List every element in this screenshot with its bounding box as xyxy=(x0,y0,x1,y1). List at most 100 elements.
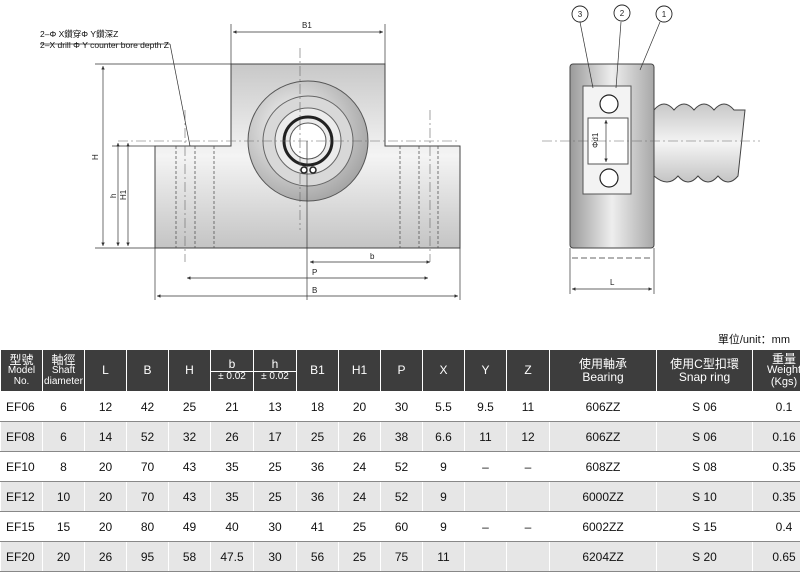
table-cell: 608ZZ xyxy=(549,451,657,482)
table-cell: – xyxy=(464,511,507,542)
table-cell: 35 xyxy=(210,481,254,512)
table-cell: 26 xyxy=(338,421,381,452)
table-cell: 52 xyxy=(380,451,423,482)
dim-label-h: h xyxy=(109,194,118,198)
table-cell: EF12 xyxy=(0,481,43,512)
table-cell: 11 xyxy=(506,391,550,422)
table-cell: 0.65 xyxy=(752,541,800,572)
table-cell: 30 xyxy=(253,511,297,542)
table-cell: 0.1 xyxy=(752,391,800,422)
header-Y: Y xyxy=(464,349,507,392)
table-cell: 25 xyxy=(253,481,297,512)
table-cell: 52 xyxy=(380,481,423,512)
header-H: H xyxy=(168,349,211,392)
table-cell: 26 xyxy=(210,421,254,452)
callout-3: 3 xyxy=(571,5,589,23)
table-cell: 24 xyxy=(338,451,381,482)
header-h: h± 0.02 xyxy=(253,349,297,392)
table-cell: 9 xyxy=(422,481,465,512)
table-cell: 40 xyxy=(210,511,254,542)
table-cell: EF10 xyxy=(0,451,43,482)
callout-3-label: 3 xyxy=(578,10,583,19)
table-cell: – xyxy=(506,511,550,542)
table-cell: 75 xyxy=(380,541,423,572)
table-cell: 20 xyxy=(84,481,127,512)
table-cell: 6000ZZ xyxy=(549,481,657,512)
table-cell: 25 xyxy=(338,511,381,542)
table-cell: 25 xyxy=(338,541,381,572)
table-cell: 11 xyxy=(422,541,465,572)
table-cell: 36 xyxy=(296,451,339,482)
table-cell: 24 xyxy=(338,481,381,512)
table-cell: 56 xyxy=(296,541,339,572)
table-cell: 5.5 xyxy=(422,391,465,422)
table-cell: 6 xyxy=(42,391,85,422)
table-cell: 42 xyxy=(126,391,169,422)
header-X: X xyxy=(422,349,465,392)
table-cell: 11 xyxy=(464,421,507,452)
table-cell: 43 xyxy=(168,481,211,512)
table-cell: 25 xyxy=(253,451,297,482)
table-cell: 21 xyxy=(210,391,254,422)
bore-hidden-lines xyxy=(175,146,439,248)
table-cell: 36 xyxy=(296,481,339,512)
table-cell: 30 xyxy=(380,391,423,422)
dim-label-B1: B1 xyxy=(302,21,312,30)
table-cell: 6.6 xyxy=(422,421,465,452)
table-cell: S 06 xyxy=(656,421,753,452)
drill-note-english: 2–X drill Φ Y counter bore depth Z xyxy=(40,40,169,50)
table-cell: 70 xyxy=(126,451,169,482)
table-cell: 80 xyxy=(126,511,169,542)
table-cell: 26 xyxy=(84,541,127,572)
table-cell: 6204ZZ xyxy=(549,541,657,572)
table-cell xyxy=(506,541,550,572)
table-cell: S 15 xyxy=(656,511,753,542)
table-cell: 9 xyxy=(422,451,465,482)
table-cell: 0.4 xyxy=(752,511,800,542)
table-cell xyxy=(464,541,507,572)
table-cell: 32 xyxy=(168,421,211,452)
unit-label: 單位/unit：mm xyxy=(717,334,790,346)
table-cell: EF08 xyxy=(0,421,43,452)
dim-label-H1: H1 xyxy=(119,189,128,200)
dim-label-P: P xyxy=(312,268,317,277)
front-view: 2–Φ X鑽穿Φ Y鑽深Z 2–X drill Φ Y counter bore… xyxy=(40,21,461,300)
table-cell: 6002ZZ xyxy=(549,511,657,542)
table-cell: 12 xyxy=(84,391,127,422)
table-cell: EF15 xyxy=(0,511,43,542)
table-cell: 0.16 xyxy=(752,421,800,452)
table-cell: 13 xyxy=(253,391,297,422)
table-cell: 17 xyxy=(253,421,297,452)
table-cell: 49 xyxy=(168,511,211,542)
dim-label-b: b xyxy=(370,252,375,261)
table-cell: 9 xyxy=(422,511,465,542)
header-Z: Z xyxy=(506,349,550,392)
dim-label-H: H xyxy=(91,154,100,160)
table-cell: 18 xyxy=(296,391,339,422)
table-cell: 0.35 xyxy=(752,451,800,482)
callout-2-label: 2 xyxy=(620,9,625,18)
table-cell: 35 xyxy=(210,451,254,482)
dim-label-B: B xyxy=(312,286,317,295)
table-cell: 20 xyxy=(84,511,127,542)
header-H1: H1 xyxy=(338,349,381,392)
header-B: B xyxy=(126,349,169,392)
drill-note-chinese: 2–Φ X鑽穿Φ Y鑽深Z xyxy=(40,29,118,39)
table-cell: 14 xyxy=(84,421,127,452)
callout-1: 1 xyxy=(655,5,673,23)
table-cell: 15 xyxy=(42,511,85,542)
table-cell: 9.5 xyxy=(464,391,507,422)
table-cell: 70 xyxy=(126,481,169,512)
table-cell: 38 xyxy=(380,421,423,452)
table-cell: 25 xyxy=(168,391,211,422)
